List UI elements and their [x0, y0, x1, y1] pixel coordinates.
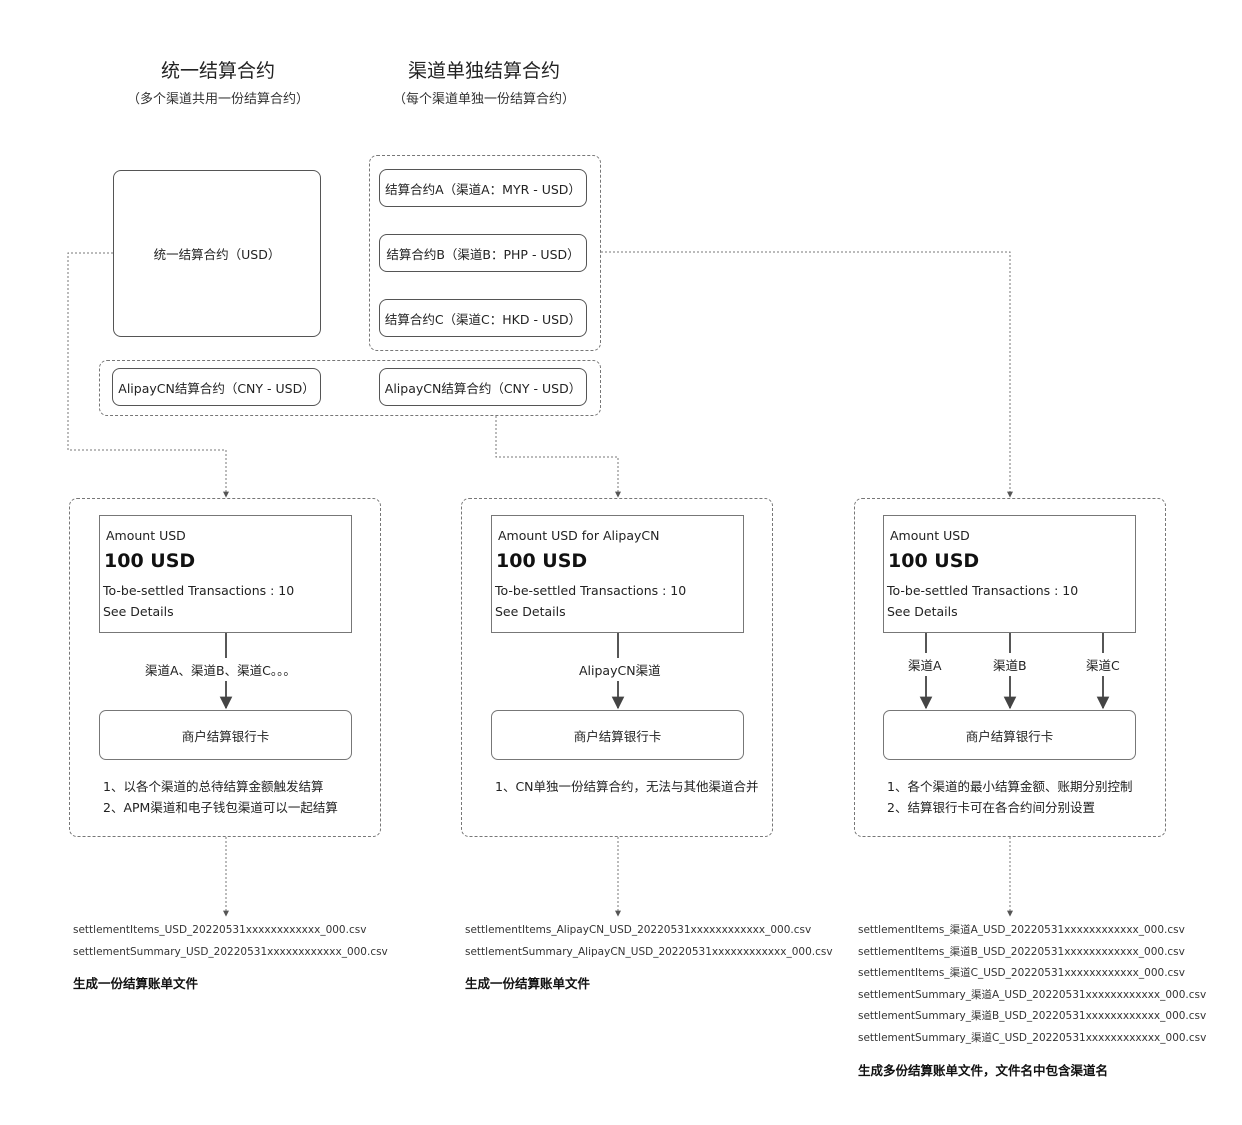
files-summary-3: 生成多份结算账单文件，文件名中包含渠道名: [858, 1063, 1109, 1078]
files-summary-1: 生成一份结算账单文件: [73, 976, 199, 991]
note-1: 1、CN单独一份结算合约，无法与其他渠道合并: [495, 779, 759, 794]
file-name: settlementItems_USD_20220531xxxxxxxxxxxx…: [73, 924, 367, 936]
settlement-panel-separate: [854, 498, 1166, 837]
see-details-link[interactable]: See Details: [887, 604, 958, 619]
file-name: settlementItems_渠道A_USD_20220531xxxxxxxx…: [858, 924, 1185, 936]
separate-title: 渠道单独结算合约: [407, 60, 560, 82]
amount-value: 100 USD: [888, 550, 980, 572]
file-name: settlementItems_渠道C_USD_20220531xxxxxxxx…: [858, 967, 1185, 979]
separate-subtitle: （每个渠道单独一份结算合约）: [392, 92, 575, 107]
channel-label-b: 渠道B: [992, 653, 1028, 676]
channel-label-a: 渠道A: [907, 653, 943, 676]
amount-card-3: Amount USD 100 USD To-be-settled Transac…: [883, 515, 1136, 633]
unified-title: 统一结算合约: [160, 60, 275, 82]
see-details-link[interactable]: See Details: [103, 604, 174, 619]
file-name: settlementSummary_渠道B_USD_20220531xxxxxx…: [858, 1010, 1207, 1022]
contract-b: 结算合约B（渠道B：PHP - USD）: [379, 234, 587, 272]
file-name: settlementSummary_AlipayCN_USD_20220531x…: [465, 946, 833, 958]
transactions-count: To-be-settled Transactions : 10: [103, 583, 295, 598]
alipaycn-contract-left: AlipayCN结算合约（CNY - USD）: [112, 368, 321, 406]
amount-label: Amount USD for AlipayCN: [498, 528, 660, 543]
note-1: 1、以各个渠道的总待结算金额触发结算: [103, 779, 324, 794]
dotted-connector-unified: [67, 252, 229, 498]
merchant-bank-card-1: 商户结算银行卡: [99, 710, 352, 760]
channel-label: 渠道A、渠道B、渠道C。。。: [144, 658, 297, 681]
alipaycn-contract-right: AlipayCN结算合约（CNY - USD）: [379, 368, 587, 406]
amount-label: Amount USD: [890, 528, 970, 543]
channel-label: AlipayCN渠道: [578, 658, 662, 681]
unified-subtitle: （多个渠道共用一份结算合约）: [126, 92, 309, 107]
merchant-bank-card-2: 商户结算银行卡: [491, 710, 744, 760]
channel-label-c: 渠道C: [1085, 653, 1121, 676]
see-details-link[interactable]: See Details: [495, 604, 566, 619]
unified-contract: 统一结算合约（USD）: [113, 170, 321, 337]
transactions-count: To-be-settled Transactions : 10: [495, 583, 687, 598]
contract-a: 结算合约A（渠道A：MYR - USD）: [379, 169, 587, 207]
settlement-panel-alipaycn: [461, 498, 773, 837]
files-summary-2: 生成一份结算账单文件: [465, 976, 591, 991]
settlement-panel-unified: [69, 498, 381, 837]
merchant-bank-card-3: 商户结算银行卡: [883, 710, 1136, 760]
note-2: 2、结算银行卡可在各合约间分别设置: [887, 800, 1095, 815]
separate-contract-group: [369, 155, 601, 351]
dotted-connector-separate: [601, 251, 1013, 498]
note-1: 1、各个渠道的最小结算金额、账期分别控制: [887, 779, 1133, 794]
amount-card-2: Amount USD for AlipayCN 100 USD To-be-se…: [491, 515, 744, 633]
file-name: settlementItems_AlipayCN_USD_20220531xxx…: [465, 924, 812, 936]
amount-card-1: Amount USD 100 USD To-be-settled Transac…: [99, 515, 352, 633]
file-name: settlementSummary_渠道A_USD_20220531xxxxxx…: [858, 989, 1207, 1001]
amount-label: Amount USD: [106, 528, 186, 543]
note-2: 2、APM渠道和电子钱包渠道可以一起结算: [103, 800, 338, 815]
amount-value: 100 USD: [104, 550, 196, 572]
file-name: settlementItems_渠道B_USD_20220531xxxxxxxx…: [858, 946, 1185, 958]
amount-value: 100 USD: [496, 550, 588, 572]
transactions-count: To-be-settled Transactions : 10: [887, 583, 1079, 598]
dotted-connector-alipaycn: [495, 416, 621, 498]
file-name: settlementSummary_USD_20220531xxxxxxxxxx…: [73, 946, 388, 958]
contract-c: 结算合约C（渠道C：HKD - USD）: [379, 299, 587, 337]
alipaycn-contract-group: [99, 360, 601, 416]
file-name: settlementSummary_渠道C_USD_20220531xxxxxx…: [858, 1032, 1207, 1044]
